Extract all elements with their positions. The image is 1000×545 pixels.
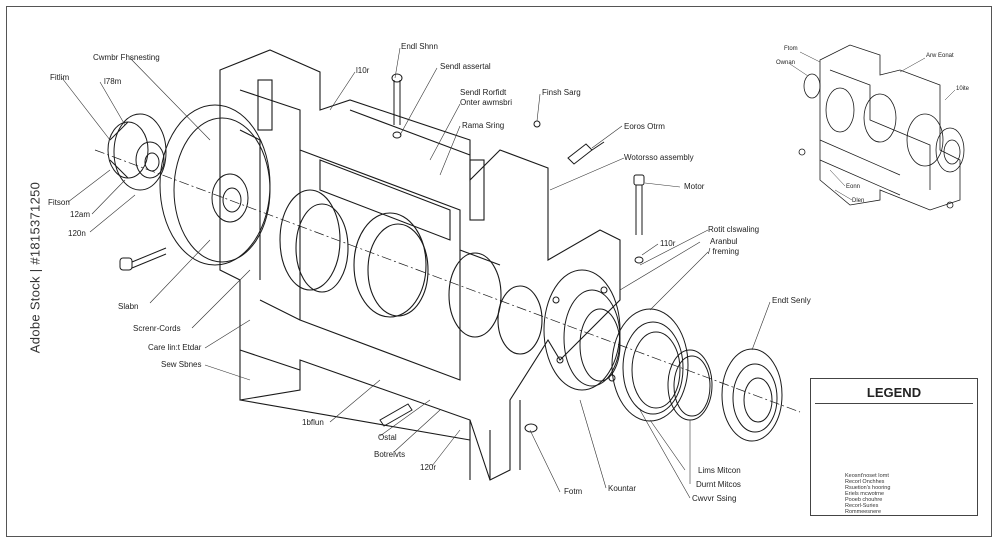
label-110r-mid: 110r [660,239,676,248]
label-lbflun: 1bflun [302,418,324,427]
left-bolt-part [119,247,167,271]
label-rotovts: Botrelvts [374,450,406,459]
label-cwvvr-ssing: Cwvvr Ssing [692,494,737,503]
label-fitson: Fitson [48,198,70,207]
label-lims-mitcon: Lims Mitcon [698,466,741,475]
mini-label-dlen: Dlen [852,198,865,204]
label-gear-assembly: Cwmbr Fhsnesting [93,53,160,62]
label-eoros-otrm: Eoros Otrm [624,122,665,131]
end-cap-part [721,348,783,442]
label-kountamr: Kountar [608,484,637,493]
label-ostal: Ostal [378,433,397,442]
label-endl-shnn: Endl Shnn [401,42,438,51]
label-durnt-mitcos: Durnt Mitcos [696,480,741,489]
mini-label-eonn: Eonn [846,184,861,190]
end-flange-part [543,269,621,391]
left-flange-part [107,113,167,191]
label-rotor-housing: Rotit clswaling [708,225,760,234]
drawing-frame [6,6,992,537]
top-bolt-part [391,73,403,139]
label-fitlim: Fitlim [50,73,70,82]
label-endt-senly: Endt Senly [772,296,811,305]
mini-label-10ite: 10ite [956,86,970,92]
label-freming: / freming [708,247,740,256]
legend-line-1: Keosnt'noset Iomt [845,473,889,479]
label-fonm: Fotm [564,487,583,496]
legend-line-2: Recorl Onchhes [845,479,885,485]
seal-ring-large-part [611,308,689,422]
legend-line-6: Recorl-Suries [845,503,879,509]
label-sew-sbnes: Sew Sbnes [161,360,202,369]
label-120n: 120n [68,229,86,238]
legend-line-3: Rsuetion's hooring [845,485,891,491]
small-screw-part [567,141,605,165]
label-send-assertal: Sendl assertal [440,62,491,71]
label-l10r-top: l10r [356,66,370,75]
label-onter-assembly: Onter awmsbri [460,98,513,107]
label-screen-cords: Screnr-Cords [133,324,181,333]
gear-plate-part [159,104,271,266]
label-slabn: Slabn [118,302,139,311]
legend-panel: LEGEND Keosnt'noset Iomt Recorl Onchhes … [810,378,978,516]
legend-line-4: Eriels mcwotrne [845,491,885,497]
right-bolt-part [633,174,645,264]
seal-ring-thin-part [667,349,713,421]
label-finsh-sarg: Finsh Sarg [542,88,581,97]
label-care-line: Care lin:t Etdar [148,343,202,352]
label-rams-sheng: Rama Sring [462,121,505,130]
legend-title: LEGEND [866,385,922,400]
mini-label-ftom: Ftom [784,46,798,52]
leader-lines [61,47,771,499]
assembled-view-thumbnail [798,44,965,211]
main-housing-part [219,49,621,481]
legend-divider [815,403,973,404]
label-motor: Motor [684,182,705,191]
label-12am: 12am [70,210,91,219]
label-120r: 120r [420,463,437,472]
mini-label-arw-eonat: Arw Eonat [926,53,954,59]
label-aranbul: Aranbul [710,237,738,246]
label-send-rorfidt: Sendl Rorfidt [460,88,507,97]
label-motorso-assembly: Wotorsso assembly [624,153,694,162]
label-l78m: l78m [104,77,122,86]
legend-line-5: Pooeb chouhre [845,497,883,503]
mini-label-ownan: Ownan [776,60,796,66]
legend-line-7: Rommeesnere [845,509,882,515]
